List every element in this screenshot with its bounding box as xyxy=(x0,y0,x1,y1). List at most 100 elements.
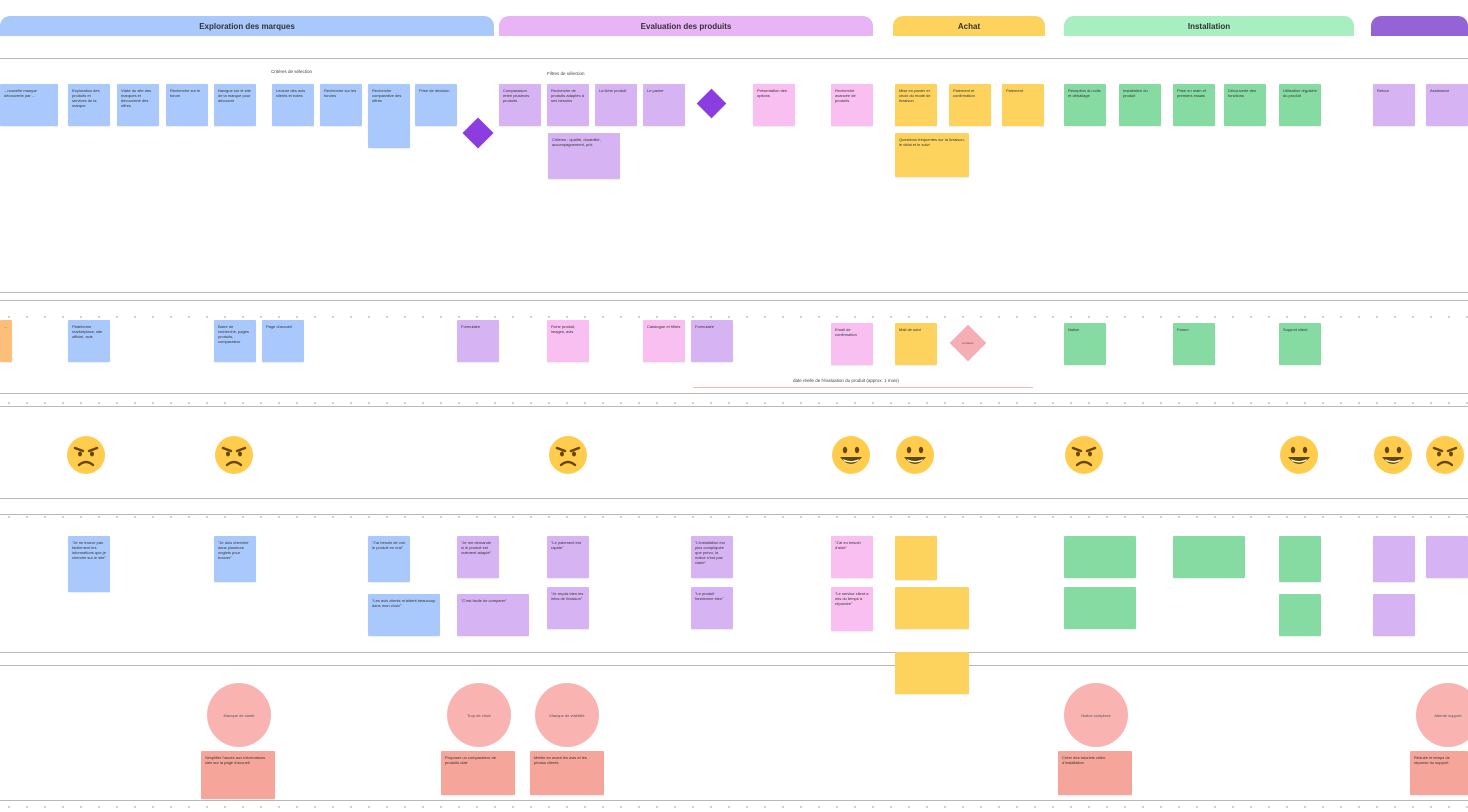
sticky-delivery-note[interactable]: Questions fréquentes sur la livraison, l… xyxy=(895,133,969,177)
sticky-thought[interactable] xyxy=(1064,536,1136,578)
sticky-action[interactable]: Utilisation régulière du produit xyxy=(1279,84,1321,126)
sticky-thought-overflow[interactable] xyxy=(895,652,969,694)
lane-separator xyxy=(0,665,1468,666)
sticky-thought[interactable] xyxy=(1373,536,1415,582)
sticky-thought[interactable]: "J'ai besoin de voir le produit en vrai" xyxy=(368,536,410,582)
timeline-connector xyxy=(693,387,1033,388)
opportunity-circle[interactable]: Notice complexe xyxy=(1064,683,1128,747)
sticky-action[interactable]: Comparaison entre plusieurs produits xyxy=(499,84,541,126)
sticky-touchpoint[interactable]: Email de confirmation xyxy=(831,323,873,365)
sticky-thought[interactable] xyxy=(895,536,937,580)
sticky-action[interactable]: Visite du site des marques et découverte… xyxy=(117,84,159,126)
sticky-action[interactable]: ...nouvelle marque découverte par ... xyxy=(0,84,58,126)
sticky-action[interactable]: Recherche sur le forum xyxy=(166,84,208,126)
lane-separator xyxy=(0,514,1468,515)
opportunity-circle[interactable]: Manque de visibilité xyxy=(535,683,599,747)
sticky-thought[interactable]: "Le paiement est rapide" xyxy=(547,536,589,578)
sticky-touchpoint[interactable]: Notice xyxy=(1064,323,1106,365)
decision-diamond[interactable] xyxy=(696,88,727,119)
sticky-thought[interactable]: "Le service client a mis du temps à répo… xyxy=(831,587,873,631)
sticky-action[interactable]: Recherche comparative des offres xyxy=(368,84,410,148)
lane-separator xyxy=(0,406,1468,407)
sticky-touchpoint[interactable]: Formulaire xyxy=(457,320,499,362)
angry-face-icon xyxy=(215,436,253,474)
phase-exploration[interactable]: Exploration des marques xyxy=(0,16,494,36)
lane-separator xyxy=(0,393,1468,394)
connector-label: date réelle de l'évaluation du produit (… xyxy=(793,378,899,383)
sticky-action[interactable]: Lecture des avis clients et notes xyxy=(272,84,314,126)
sticky-action[interactable]: La fiche produit xyxy=(595,84,637,126)
sticky-thought[interactable] xyxy=(1279,594,1321,636)
sticky-thought[interactable]: "Je dois chercher dans plusieurs onglets… xyxy=(214,536,256,582)
sticky-thought[interactable]: "Les avis clients m'aident beaucoup dans… xyxy=(368,594,440,636)
sticky-thought[interactable]: "Je me demande si le produit est vraimen… xyxy=(457,536,499,578)
sticky-action[interactable]: Recherche de produits adaptés à ses beso… xyxy=(547,84,589,126)
sticky-criteria-note[interactable]: Critères : qualité, durabilité, accompag… xyxy=(548,133,620,179)
sticky-action[interactable]: Prise de décision xyxy=(415,84,457,126)
sticky-thought[interactable] xyxy=(1373,594,1415,636)
sticky-thought[interactable] xyxy=(895,587,969,629)
phase-evaluation[interactable]: Evaluation des produits xyxy=(499,16,873,36)
sticky-thought[interactable]: "C'est facile de comparer" xyxy=(457,594,529,636)
dotted-divider xyxy=(0,516,1468,518)
sticky-action[interactable]: Recherche sur les forums xyxy=(320,84,362,126)
sticky-opportunity[interactable]: Créer des tutoriels vidéo d'installation xyxy=(1058,751,1132,795)
decision-diamond[interactable] xyxy=(462,117,494,149)
opportunity-circle[interactable]: Trop de choix xyxy=(447,683,511,747)
smiling-face-icon xyxy=(896,436,934,474)
sticky-thought[interactable]: "Je ne trouve pas facilement les informa… xyxy=(68,536,110,592)
sticky-thought[interactable]: "Le produit fonctionne bien" xyxy=(691,587,733,629)
sticky-touchpoint[interactable]: Mail de suivi xyxy=(895,323,937,365)
sticky-touchpoint[interactable]: Barre de recherche, pages produits, comp… xyxy=(214,320,256,362)
sticky-action[interactable]: Recherche avancée de produits xyxy=(831,84,873,126)
sticky-touchpoint[interactable]: Support client xyxy=(1279,323,1321,365)
sticky-touchpoint[interactable]: ... xyxy=(0,320,12,362)
sticky-action[interactable]: Installation du produit xyxy=(1119,84,1161,126)
sticky-thought[interactable] xyxy=(1426,536,1468,578)
sticky-thought[interactable]: "J'ai eu besoin d'aide" xyxy=(831,536,873,578)
phase-achat[interactable]: Achat xyxy=(893,16,1045,36)
opportunity-circle[interactable]: Manque de clarté xyxy=(207,683,271,747)
sticky-touchpoint[interactable]: Page d'accueil xyxy=(262,320,304,362)
lane-separator xyxy=(0,58,1468,59)
sticky-opportunity[interactable]: Mettre en avant les avis et les photos c… xyxy=(530,751,604,795)
angry-face-icon xyxy=(67,436,105,474)
dotted-divider xyxy=(0,316,1468,318)
sticky-action[interactable]: Découverte des fonctions xyxy=(1224,84,1266,126)
sticky-opportunity[interactable]: Réduire le temps de réponse du support xyxy=(1410,751,1468,795)
lane-separator xyxy=(0,800,1468,801)
sticky-action[interactable]: Exploration des produits et services de … xyxy=(68,84,110,126)
sticky-opportunity[interactable]: Proposer un comparateur de produits clai… xyxy=(441,751,515,795)
sticky-action[interactable]: Assistance xyxy=(1426,84,1468,126)
sticky-action[interactable]: Le panier xyxy=(643,84,685,126)
sticky-action[interactable]: Mise en panier et choix du mode de livra… xyxy=(895,84,937,126)
sticky-thought[interactable] xyxy=(1064,587,1136,629)
sticky-touchpoint[interactable]: Catalogue et filtres xyxy=(643,320,685,362)
sticky-action[interactable]: Navigue sur le site de la marque pour dé… xyxy=(214,84,256,126)
sticky-thought[interactable]: "Je reçois bien les infos de livraison" xyxy=(547,587,589,629)
sticky-touchpoint[interactable]: Forum xyxy=(1173,323,1215,365)
lane-separator xyxy=(0,292,1468,293)
smiling-face-icon xyxy=(1280,436,1318,474)
sticky-touchpoint[interactable]: Plateforme marketplace, site officiel, a… xyxy=(68,320,110,362)
dotted-divider xyxy=(0,402,1468,404)
sticky-thought[interactable]: "L'installation est plus compliquée que … xyxy=(691,536,733,578)
sticky-action[interactable]: Réception du colis et déballage xyxy=(1064,84,1106,126)
smiling-face-icon xyxy=(1374,436,1412,474)
phase-next[interactable] xyxy=(1371,16,1468,36)
sticky-action[interactable]: Présentation des options xyxy=(753,84,795,126)
sticky-touchpoint[interactable]: Fiche produit, images, avis xyxy=(547,320,589,362)
sticky-action[interactable]: Paiement et confirmation xyxy=(949,84,991,126)
sticky-thought[interactable] xyxy=(1279,536,1321,582)
angry-face-icon xyxy=(549,436,587,474)
sticky-touchpoint[interactable]: Formulaire xyxy=(691,320,733,362)
opportunity-circle[interactable]: Attente support xyxy=(1416,683,1468,747)
phase-installation[interactable]: Installation xyxy=(1064,16,1354,36)
delivery-diamond[interactable]: Livraison xyxy=(949,324,987,362)
sticky-action[interactable]: Paiement xyxy=(1002,84,1044,126)
sticky-opportunity[interactable]: Simplifier l'accès aux informations clés… xyxy=(201,751,275,799)
sticky-action[interactable]: Prise en main et premiers essais xyxy=(1173,84,1215,126)
sticky-thought[interactable] xyxy=(1173,536,1245,578)
sticky-action[interactable]: Retour xyxy=(1373,84,1415,126)
